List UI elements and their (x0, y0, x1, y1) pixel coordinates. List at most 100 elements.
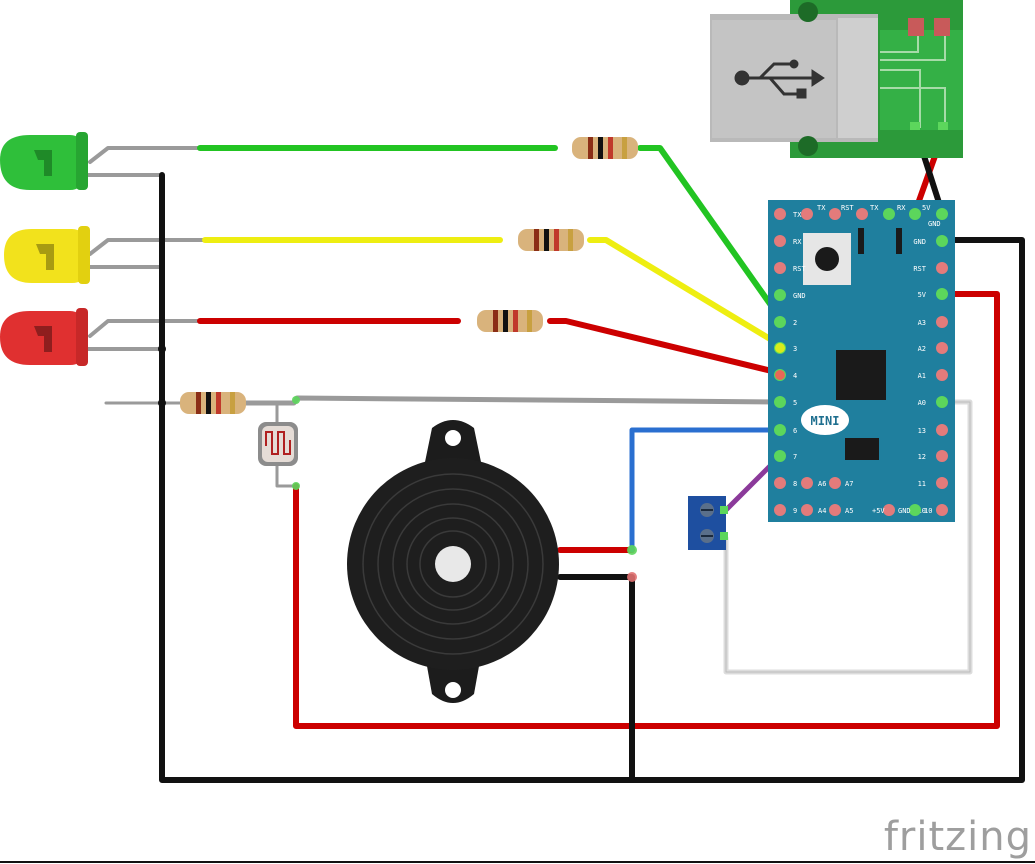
wire-red-to-board (547, 318, 783, 376)
pin-bottom[interactable] (883, 504, 895, 516)
wire-5v-bus (293, 291, 1000, 729)
pin-label: A0 (918, 399, 926, 407)
pin-label: 5 (793, 399, 797, 407)
led-red[interactable] (0, 308, 88, 366)
pin-a2[interactable] (936, 342, 948, 354)
pin-label: A6 (818, 480, 826, 488)
pin-label: RST (793, 265, 806, 273)
led-red-rim (76, 308, 88, 366)
mini-label: MINI (801, 405, 849, 435)
pin-top[interactable] (936, 208, 948, 220)
junction-dot (158, 345, 166, 353)
pin-a1[interactable] (936, 369, 948, 381)
wire-endpoint (292, 482, 300, 490)
usb-mount-hole (798, 2, 818, 22)
resistor-band (534, 229, 539, 251)
photoresistor[interactable] (258, 422, 298, 466)
pin-rst-right[interactable] (936, 262, 948, 274)
pin-label: 10 (918, 507, 926, 515)
resistor-band (503, 310, 508, 332)
pin-label: GND (928, 220, 941, 228)
pin-top[interactable] (909, 208, 921, 220)
board-pin-labels-left: TX RX RST GND 2 3 4 5 6 7 8 9 (793, 211, 806, 515)
pin-label: 4 (793, 372, 797, 380)
pin-5v[interactable] (936, 288, 948, 300)
led-green[interactable] (0, 132, 88, 190)
buzzer[interactable] (347, 420, 559, 703)
resistor-yellow[interactable] (518, 229, 584, 251)
pin-top[interactable] (856, 208, 868, 220)
wire-white-outline (725, 401, 971, 673)
fritzing-brand: fritzing (884, 814, 1032, 860)
pin-d12[interactable] (936, 450, 948, 462)
wire-yellow-to-board (587, 237, 783, 348)
photoresistor-trace (265, 431, 291, 455)
pin-top[interactable] (883, 208, 895, 220)
pin-label: 13 (918, 427, 926, 435)
pin-bottom[interactable] (801, 477, 813, 489)
pin-label: RX (897, 204, 906, 212)
pin-d7[interactable] (774, 450, 786, 462)
pin-d13[interactable] (936, 424, 948, 436)
pin-label: A1 (918, 372, 926, 380)
pin-d8[interactable] (774, 477, 786, 489)
wire-green-to-board (637, 145, 783, 321)
pin-a3[interactable] (936, 316, 948, 328)
pin-d11[interactable] (936, 477, 948, 489)
pin-d5[interactable] (774, 396, 786, 408)
pin-label: 5V (922, 204, 931, 212)
resistor-band (527, 310, 532, 332)
pin-gnd-right[interactable] (936, 235, 948, 247)
pin-bottom[interactable] (801, 504, 813, 516)
board-pins-right (936, 235, 948, 516)
board-label: MINI (811, 414, 840, 428)
board-led (896, 228, 902, 254)
resistor-red[interactable] (477, 310, 543, 332)
pin-a0[interactable] (936, 396, 948, 408)
pin-d9[interactable] (774, 504, 786, 516)
pin-bottom[interactable] (909, 504, 921, 516)
usb-led (908, 18, 924, 36)
pin-label: A4 (818, 507, 826, 515)
pin-label: 9 (793, 507, 797, 515)
pin-top[interactable] (801, 208, 813, 220)
wire-green-led (88, 146, 202, 164)
usb-connector[interactable] (710, 0, 963, 158)
pin-tx[interactable] (774, 208, 786, 220)
pin-d10[interactable] (936, 504, 948, 516)
pin-d6[interactable] (774, 424, 786, 436)
pin-bottom[interactable] (829, 477, 841, 489)
junction-dot (158, 399, 166, 407)
pin-top[interactable] (829, 208, 841, 220)
reset-button[interactable] (803, 233, 851, 285)
wire-endpoint (775, 370, 785, 380)
resistor-band (544, 229, 549, 251)
pin-label: GND (898, 507, 911, 515)
wire-buzzer-black (557, 574, 635, 783)
board-pin-labels-top: TX RST TX RX 5V GND (817, 204, 941, 228)
screw-terminal[interactable] (688, 496, 728, 550)
buzzer-ring (377, 488, 529, 640)
resistor-ldr[interactable] (180, 392, 246, 414)
resistor-band (608, 137, 613, 159)
screw-terminal-pin (720, 532, 728, 540)
arduino-mini-board[interactable]: MINI TX RX RST GND 2 3 4 5 6 7 (768, 200, 955, 522)
pin-label: A2 (918, 345, 926, 353)
reset-button-cap (815, 247, 839, 271)
pin-label: 5V (918, 291, 927, 299)
pin-gnd[interactable] (774, 289, 786, 301)
wire-endpoint (292, 396, 300, 404)
led-yellow[interactable] (4, 226, 90, 284)
resistor-band (230, 392, 235, 414)
resistor-green[interactable] (572, 137, 638, 159)
pin-bottom[interactable] (829, 504, 841, 516)
wire-ground-bus (159, 172, 1025, 783)
pin-rst[interactable] (774, 262, 786, 274)
board-led (858, 228, 864, 254)
pin-label: TX (817, 204, 826, 212)
pin-label: TX (870, 204, 879, 212)
pin-rx[interactable] (774, 235, 786, 247)
wire-endpoint (627, 572, 637, 582)
resistor-band (196, 392, 201, 414)
resistor-body (518, 229, 584, 251)
